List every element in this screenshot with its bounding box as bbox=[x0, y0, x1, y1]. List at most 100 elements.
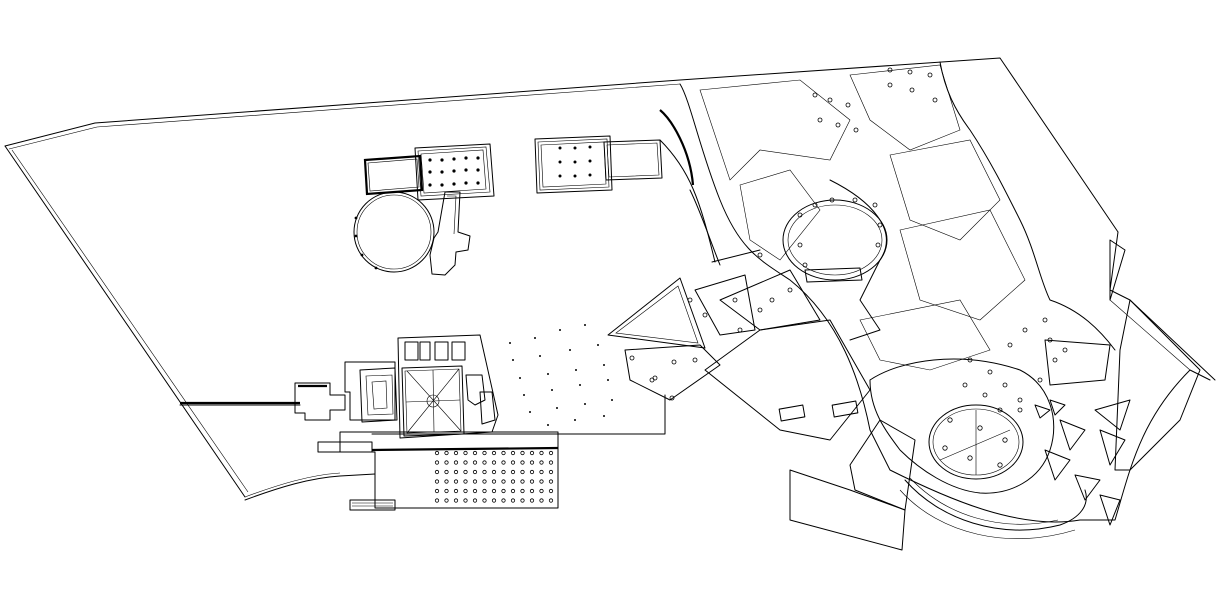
hall-column-grid bbox=[434, 450, 554, 503]
hall-column bbox=[520, 479, 525, 484]
hall-column bbox=[444, 450, 449, 456]
garden-tree bbox=[757, 307, 763, 313]
garden-tree bbox=[737, 327, 743, 333]
garden-tree bbox=[875, 242, 881, 248]
plaza-tree bbox=[547, 373, 549, 375]
striped-terraces bbox=[704, 239, 1201, 551]
garden-tree bbox=[1062, 347, 1068, 353]
hall-column bbox=[444, 488, 449, 494]
hall-column bbox=[501, 479, 506, 484]
hall-column bbox=[482, 469, 487, 475]
garden-tree bbox=[827, 97, 833, 103]
garden-tree bbox=[802, 262, 808, 268]
hall-column bbox=[529, 488, 535, 494]
garden-tree bbox=[732, 297, 738, 303]
hall-column bbox=[539, 469, 544, 475]
hall-column bbox=[463, 460, 468, 465]
garden-tree bbox=[997, 407, 1003, 413]
garden-tree bbox=[909, 87, 915, 93]
hall-column bbox=[529, 460, 535, 465]
garden-tree bbox=[702, 312, 708, 318]
plaza-tree bbox=[529, 411, 531, 413]
garden-tree bbox=[757, 252, 763, 258]
hall-column bbox=[548, 460, 554, 465]
garden-tree bbox=[671, 359, 677, 365]
pavilion-columns bbox=[354, 156, 480, 270]
garden-tree bbox=[982, 392, 988, 398]
hall-column bbox=[510, 460, 516, 465]
hall-column bbox=[463, 450, 468, 456]
hall-column bbox=[463, 498, 468, 503]
plaza-tree bbox=[597, 344, 599, 346]
hall-column bbox=[463, 469, 468, 475]
hall-column bbox=[472, 450, 478, 456]
hall-column bbox=[548, 469, 554, 475]
hall-column bbox=[434, 498, 440, 503]
garden-tree bbox=[797, 242, 803, 248]
hall-column bbox=[529, 469, 535, 475]
hall-column bbox=[520, 488, 525, 494]
garden-tree bbox=[1002, 382, 1008, 388]
plaza-tree bbox=[512, 359, 514, 361]
plaza-tree bbox=[579, 384, 581, 386]
hall-column bbox=[501, 498, 506, 503]
hall-column bbox=[529, 450, 535, 456]
hall-column bbox=[444, 469, 449, 475]
hall-column bbox=[529, 498, 535, 503]
hall-column bbox=[482, 450, 487, 456]
hall-column bbox=[453, 450, 459, 456]
hall-column bbox=[491, 498, 497, 503]
garden-tree bbox=[692, 357, 698, 363]
curved-walk bbox=[659, 109, 761, 266]
plaza-tree bbox=[559, 329, 561, 331]
garden-tree bbox=[987, 369, 993, 375]
garden-tree bbox=[1042, 317, 1048, 323]
garden-tree bbox=[835, 122, 841, 128]
hall-column bbox=[539, 498, 544, 503]
hall-column bbox=[444, 479, 449, 484]
plaza-tree bbox=[584, 403, 586, 405]
garden-tree bbox=[907, 69, 913, 75]
garden-tree bbox=[852, 197, 858, 203]
hall-column bbox=[463, 488, 468, 494]
plaza-tree bbox=[551, 389, 553, 391]
hall-column bbox=[501, 469, 506, 475]
garden-tree bbox=[817, 117, 823, 123]
plaza-tree bbox=[556, 407, 558, 409]
hall-column bbox=[434, 469, 440, 475]
garden-plots bbox=[699, 64, 1026, 371]
garden-tree bbox=[829, 197, 835, 203]
plaza-tree bbox=[547, 424, 549, 426]
garden-tree bbox=[769, 297, 775, 303]
columned-hall bbox=[317, 394, 666, 511]
garden-tree bbox=[967, 357, 973, 363]
hall-column bbox=[501, 450, 506, 456]
hall-column bbox=[510, 469, 516, 475]
hall-column bbox=[491, 450, 497, 456]
hall-column bbox=[510, 498, 516, 503]
hall-column bbox=[453, 460, 459, 465]
garden-tree bbox=[787, 287, 793, 293]
hall-column bbox=[434, 479, 440, 484]
hall-column bbox=[510, 450, 516, 456]
garden-tree bbox=[669, 395, 675, 401]
garden-tree bbox=[1037, 377, 1043, 383]
hall-column bbox=[510, 479, 516, 484]
main-building bbox=[294, 334, 499, 439]
hall-column bbox=[529, 479, 535, 484]
plaza-tree bbox=[534, 337, 536, 339]
hall-column bbox=[444, 460, 449, 465]
hall-column bbox=[491, 488, 497, 494]
garden-tree bbox=[887, 67, 893, 73]
garden-outline bbox=[679, 61, 1216, 523]
hall-column bbox=[539, 488, 544, 494]
garden-tree bbox=[1017, 397, 1023, 403]
plaza-trees bbox=[509, 324, 613, 426]
hall-column bbox=[453, 498, 459, 503]
hall-column bbox=[491, 479, 497, 484]
garden-tree bbox=[649, 377, 655, 383]
hall-column bbox=[482, 488, 487, 494]
hall-column bbox=[510, 488, 516, 494]
hall-column bbox=[501, 460, 506, 465]
